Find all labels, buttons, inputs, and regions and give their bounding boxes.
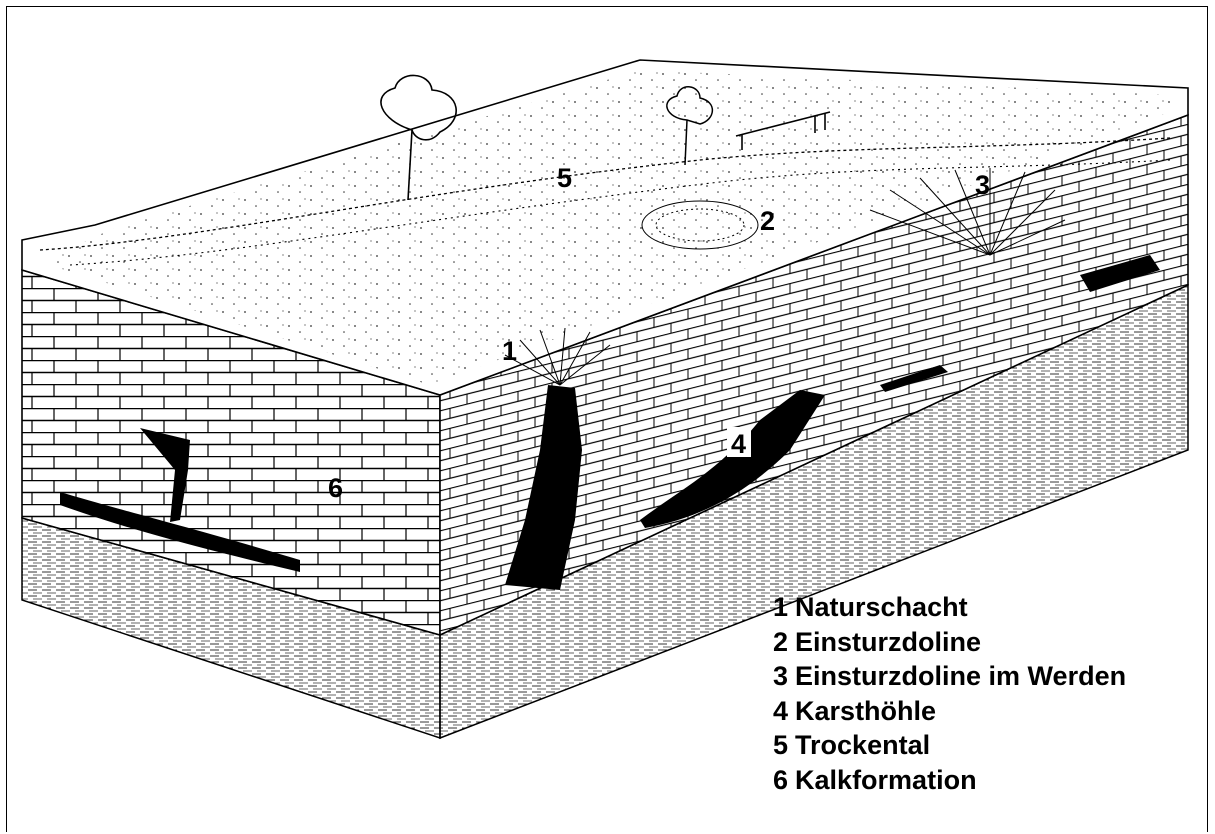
legend-label: Einsturzdoline im Werden <box>795 661 1126 691</box>
legend-item: 5Trockental <box>773 728 1133 763</box>
legend-item: 3Einsturzdoline im Werden <box>773 659 1133 694</box>
legend: 1Naturschacht 2Einsturzdoline 3Einsturzd… <box>773 590 1133 797</box>
legend-number: 6 <box>773 765 788 795</box>
legend-item: 1Naturschacht <box>773 590 1133 625</box>
marker-4: 4 <box>731 429 746 459</box>
legend-label: Einsturzdoline <box>795 627 981 657</box>
legend-number: 1 <box>773 592 788 622</box>
legend-label: Kalkformation <box>795 765 977 795</box>
legend-label: Karsthöhle <box>795 696 936 726</box>
marker-5: 5 <box>557 163 572 193</box>
marker-3: 3 <box>975 170 990 200</box>
marker-2: 2 <box>760 206 775 236</box>
legend-item: 2Einsturzdoline <box>773 625 1133 660</box>
marker-1: 1 <box>502 336 517 366</box>
legend-label: Naturschacht <box>795 592 968 622</box>
legend-number: 5 <box>773 730 788 760</box>
legend-number: 4 <box>773 696 788 726</box>
legend-label: Trockental <box>795 730 930 760</box>
legend-number: 3 <box>773 661 788 691</box>
legend-item: 6Kalkformation <box>773 763 1133 798</box>
legend-item: 4Karsthöhle <box>773 694 1133 729</box>
legend-number: 2 <box>773 627 788 657</box>
marker-6: 6 <box>328 473 343 503</box>
